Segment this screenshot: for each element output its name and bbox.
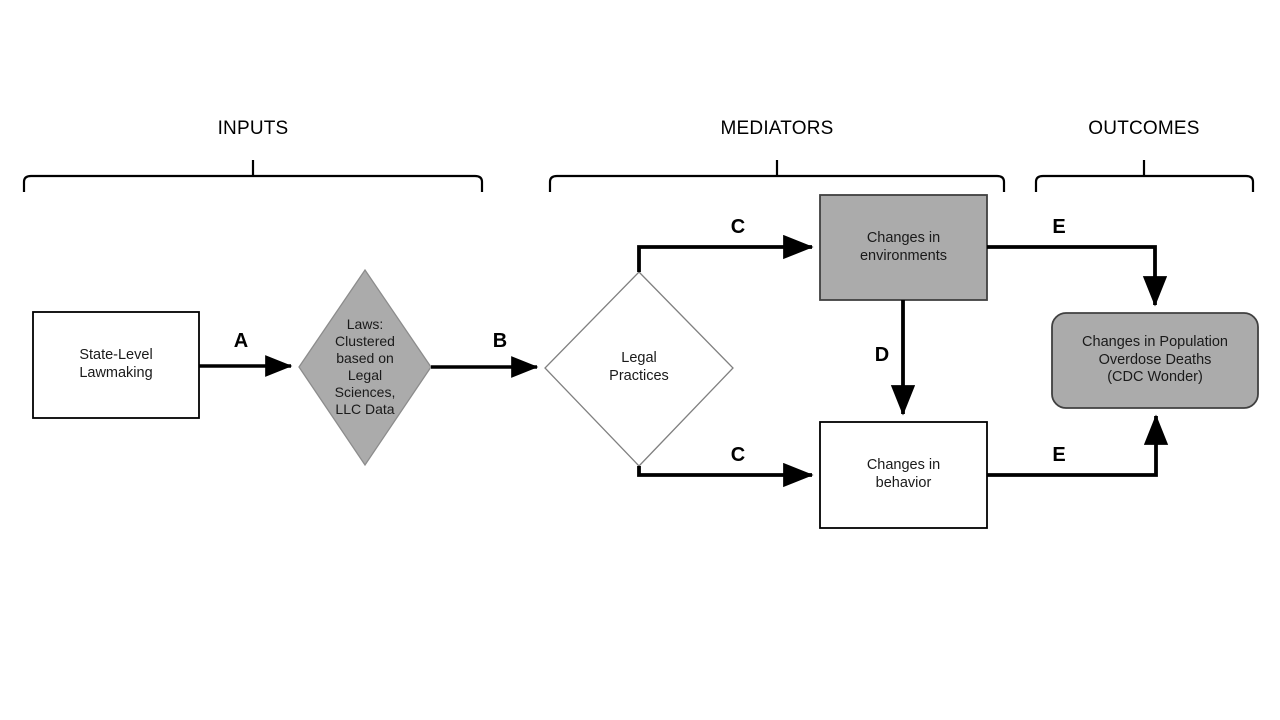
bracket-mediators [548, 174, 1006, 192]
edge-label-d: D [874, 344, 890, 366]
group-label-inputs: INPUTS [217, 118, 289, 139]
edge-label-a: A [233, 330, 249, 352]
node-legal-practices[interactable] [544, 271, 734, 467]
edge-e-top-arrow [987, 245, 1168, 307]
edge-label-e-top: E [1052, 216, 1066, 238]
node-changes-environments[interactable] [819, 194, 988, 301]
edge-label-e-bottom: E [1052, 444, 1066, 466]
edge-label-c-top: C [730, 216, 746, 238]
node-state-lawmaking[interactable] [32, 311, 200, 419]
edge-e-bottom-arrow [987, 414, 1169, 477]
bracket-outcomes [1034, 174, 1255, 192]
edge-label-b: B [492, 330, 508, 352]
node-laws-diamond[interactable] [298, 268, 432, 467]
group-label-mediators: MEDIATORS [720, 118, 834, 139]
bracket-inputs [22, 174, 484, 192]
edge-label-c-bottom: C [730, 444, 746, 466]
edge-c-top-arrow [637, 234, 814, 272]
node-changes-behavior[interactable] [819, 421, 988, 529]
node-population-overdose[interactable] [1051, 312, 1259, 409]
group-label-outcomes: OUTCOMES [1088, 118, 1200, 139]
edge-c-bottom-arrow [637, 462, 814, 488]
